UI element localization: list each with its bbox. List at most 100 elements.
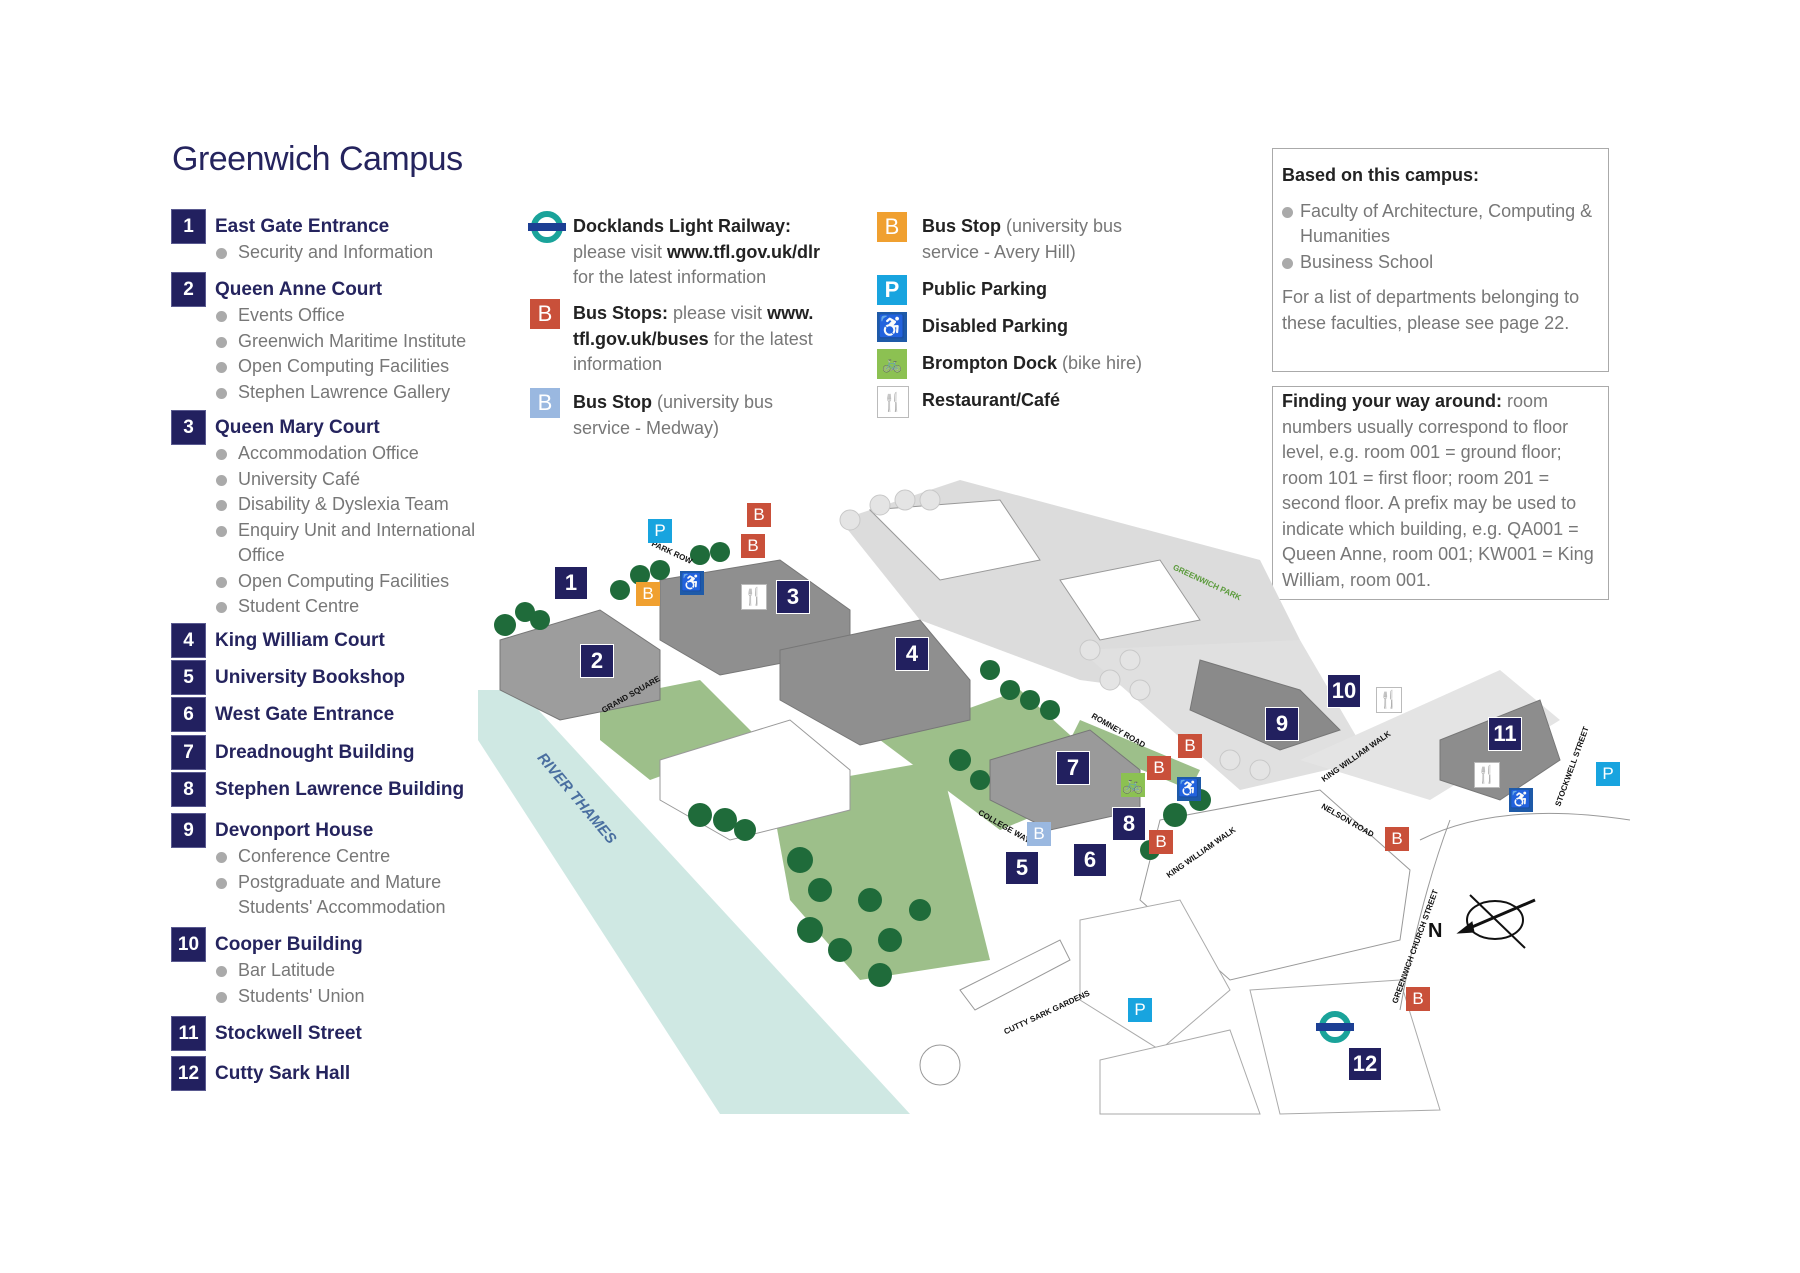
label-river-thames: RIVER THAMES — [533, 749, 620, 848]
faculty-item: Business School — [1282, 250, 1599, 276]
building-number-badge: 3 — [172, 411, 205, 444]
building-number-badge: 10 — [172, 928, 205, 961]
restaurant-icon[interactable]: 🍴 — [741, 584, 767, 610]
building-name: Queen Anne Court — [215, 279, 383, 300]
disabled-parking-icon[interactable]: ♿ — [680, 571, 704, 595]
bus-stop-icon[interactable]: B — [1178, 734, 1202, 758]
river-thames — [478, 690, 910, 1114]
wayfinding-heading: Finding your way around: — [1282, 391, 1502, 411]
disabled-label: Disabled Parking — [922, 316, 1069, 336]
grey-area — [1080, 640, 1370, 790]
road-nelson — [1419, 812, 1631, 841]
bus-stop-icon[interactable]: B — [1385, 827, 1409, 851]
legend-disabled: Disabled Parking — [922, 314, 1068, 340]
map-marker-building-5[interactable]: 5 — [1006, 852, 1038, 884]
map-marker-building-4[interactable]: 4 — [896, 638, 928, 670]
building-facility: Students' Accommodation — [238, 897, 446, 917]
restaurant-label: Restaurant/Café — [922, 390, 1061, 410]
map-marker-building-8[interactable]: 8 — [1113, 808, 1145, 840]
dlr-link[interactable]: www.tfl.gov.uk/dlr — [667, 241, 821, 262]
label-stockwell-street: STOCKWELL STREET — [1553, 725, 1591, 808]
building-name: University Bookshop — [215, 667, 406, 688]
building-outline — [1079, 899, 1231, 1051]
building-facility: Events Office — [216, 303, 345, 329]
grand-square-lawn — [600, 680, 760, 780]
disabled-parking-icon[interactable]: ♿ — [1177, 777, 1201, 801]
campus-box-note: For a list of departments belonging to t… — [1282, 287, 1580, 333]
bus-stop-icon: B — [530, 299, 560, 329]
label-nelson-road: NELSON ROAD — [1319, 801, 1376, 840]
building-name: Stephen Lawrence Building — [215, 779, 465, 800]
legend-bus-avery: Bus Stop (university bus service - Avery… — [922, 214, 1182, 265]
disabled-parking-icon[interactable]: ♿ — [1509, 788, 1533, 812]
disabled-parking-icon: ♿ — [877, 312, 907, 342]
building-facility: Accommodation Office — [216, 441, 419, 467]
map-marker-building-11[interactable]: 11 — [1489, 718, 1521, 750]
map-marker-building-6[interactable]: 6 — [1074, 844, 1106, 876]
bus-stop-icon[interactable]: B — [1406, 987, 1430, 1011]
parking-icon: P — [877, 275, 907, 305]
campus-info-box: Based on this campus: Faculty of Archite… — [1272, 148, 1609, 372]
building-name: Cutty Sark Hall — [215, 1063, 351, 1084]
trees — [494, 542, 1211, 987]
restaurant-icon[interactable]: 🍴 — [1376, 687, 1402, 713]
road-church-street — [1399, 819, 1451, 1011]
legend-restaurant: Restaurant/Café — [922, 388, 1060, 414]
north-label: N — [1428, 920, 1443, 942]
bus-stop-icon[interactable]: B — [1149, 830, 1173, 854]
bus-stops-text-2: for the latest — [708, 328, 813, 349]
building-queen-mary — [659, 559, 851, 676]
lawn — [880, 690, 1120, 830]
map-marker-building-12[interactable]: 12 — [1349, 1048, 1381, 1080]
building-outline — [1099, 1029, 1261, 1115]
building-facility: Open Computing Facilities — [215, 354, 449, 380]
dlr-station-icon[interactable] — [1315, 1010, 1355, 1044]
building-facility: Open Computing Facilities — [215, 569, 449, 595]
brompton-label: Brompton Dock — [922, 353, 1057, 373]
building-facility: Enquiry Unit and International — [215, 518, 475, 544]
building-facility: Conference Centre — [215, 844, 390, 870]
observatory-dome — [919, 1044, 961, 1086]
dlr-roundel-icon — [528, 211, 566, 243]
bus-link-1[interactable]: www. — [767, 303, 814, 323]
building-facility: Office — [238, 545, 285, 565]
parking-icon[interactable]: P — [648, 519, 672, 543]
bus-link-2[interactable]: tfl.gov.uk/buses — [573, 328, 709, 349]
label-greenwich-church-street: GREENWICH CHURCH STREET — [1390, 888, 1441, 1005]
bike-icon[interactable]: 🚲 — [1121, 773, 1145, 797]
building-number-badge: 11 — [172, 1017, 205, 1050]
parking-icon[interactable]: P — [1596, 762, 1620, 786]
label-romney-road: ROMNEY ROAD — [1089, 711, 1147, 750]
map-marker-building-7[interactable]: 7 — [1057, 752, 1089, 784]
map-marker-building-3[interactable]: 3 — [777, 581, 809, 613]
restaurant-icon[interactable]: 🍴 — [1474, 762, 1500, 788]
bus-stop-icon[interactable]: B — [1147, 756, 1171, 780]
building-facility: Disability & Dyslexia Team — [216, 492, 449, 518]
building-number-badge: 5 — [172, 661, 205, 694]
building-stockwell — [1439, 699, 1561, 801]
restaurant-icon: 🍴 — [877, 386, 909, 418]
building-number-badge: 6 — [172, 698, 205, 731]
bus-stop-icon[interactable]: B — [747, 503, 771, 527]
medway-text-2: service - Medway) — [573, 417, 720, 438]
page-title: Greenwich Campus — [172, 140, 463, 178]
building-number-badge: 4 — [172, 624, 205, 657]
map-marker-building-10[interactable]: 10 — [1328, 675, 1360, 707]
parking-icon[interactable]: P — [1128, 998, 1152, 1022]
building-number-badge: 7 — [172, 736, 205, 769]
bus-stop-avery-icon: B — [877, 212, 907, 242]
bus-stop-avery-icon[interactable]: B — [636, 582, 660, 606]
wayfinding-text: room numbers usually correspond to floor… — [1282, 391, 1594, 590]
map-marker-building-9[interactable]: 9 — [1266, 708, 1298, 740]
avery-label: Bus Stop — [922, 216, 1001, 236]
dlr-text: please visit — [573, 241, 668, 262]
building-facility: Security and Information — [215, 240, 433, 266]
bus-stop-icon[interactable]: B — [741, 534, 765, 558]
compass-icon — [1456, 894, 1536, 949]
label-park-row: PARK ROW — [650, 539, 694, 566]
bus-stop-medway-icon[interactable]: B — [1027, 822, 1051, 846]
map-marker-building-2[interactable]: 2 — [581, 645, 613, 677]
building-museum — [868, 499, 1041, 581]
map-marker-building-1[interactable]: 1 — [555, 567, 587, 599]
bus-stops-text: please visit — [668, 303, 768, 323]
